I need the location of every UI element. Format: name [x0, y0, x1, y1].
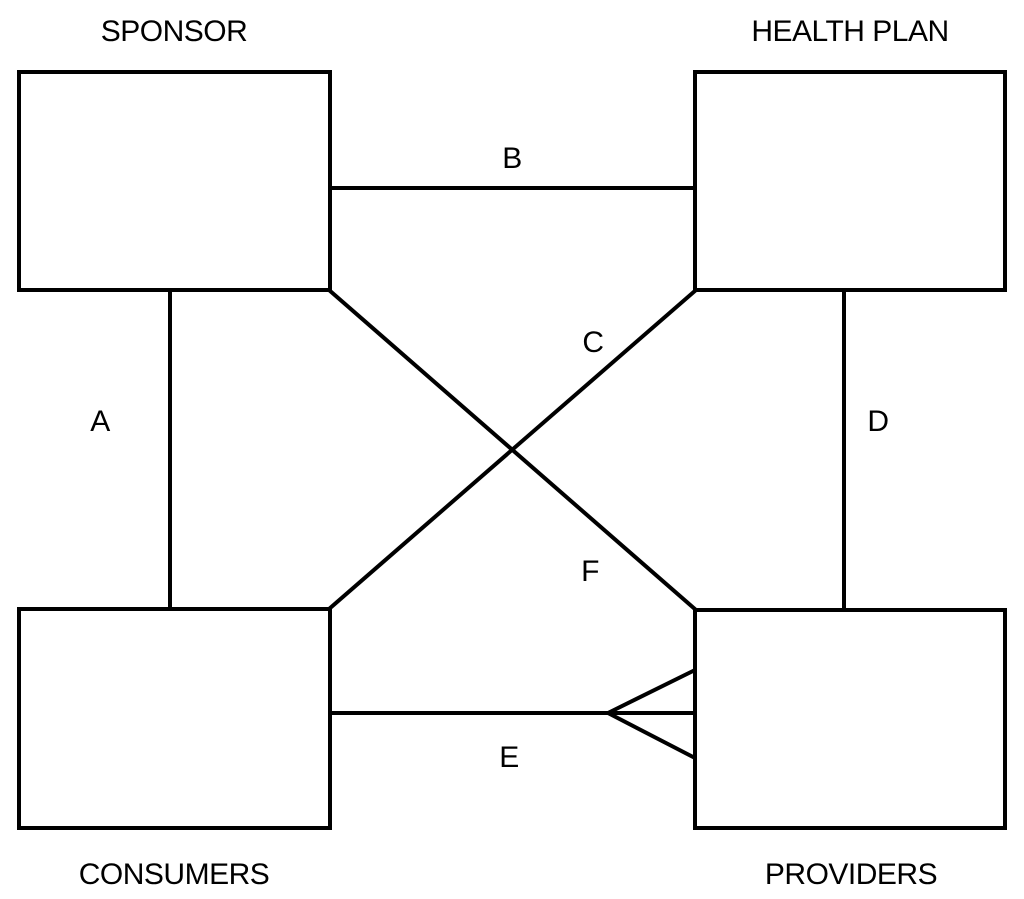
edge-a-label: A: [90, 405, 110, 438]
sponsor-label: SPONSOR: [101, 15, 248, 48]
edge-b-label: B: [502, 142, 522, 175]
providers-label: PROVIDERS: [765, 858, 937, 891]
edge-d-label: D: [867, 405, 888, 438]
edge-f-line: [327, 288, 698, 612]
edge-e-crow-foot-marker: [607, 668, 696, 760]
health-plan-box: [693, 70, 1007, 292]
edge-f-label: F: [581, 555, 599, 588]
sponsor-box: [17, 70, 332, 292]
consumers-label: CONSUMERS: [79, 858, 270, 891]
edge-c-label: C: [582, 326, 603, 359]
consumers-box: [17, 607, 332, 830]
edge-e-label: E: [499, 741, 519, 774]
health-plan-label: HEALTH PLAN: [751, 15, 948, 48]
providers-box: [693, 608, 1007, 830]
